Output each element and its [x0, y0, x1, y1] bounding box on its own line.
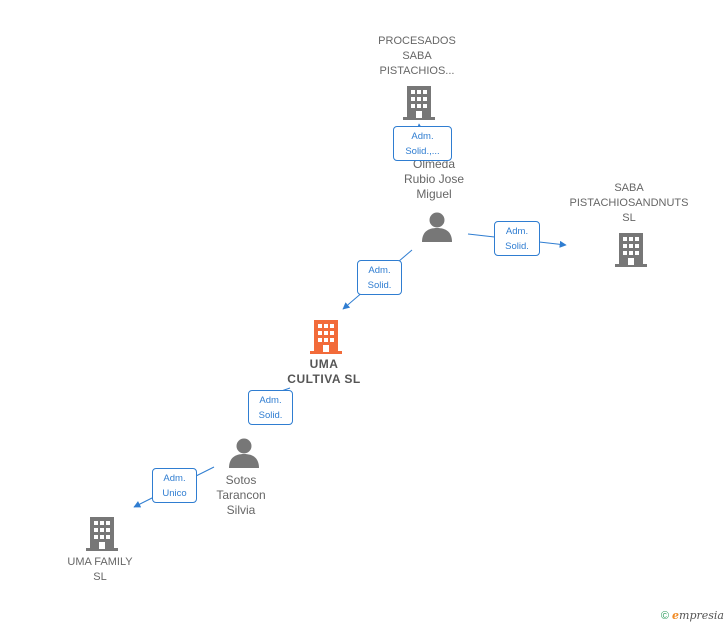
node-label-uma-cultiva[interactable]: UMA CULTIVA SL	[287, 357, 361, 386]
edge-badge-sotos-uma-family[interactable]: Adm. Unico	[152, 468, 197, 503]
edge-badge-olmeda-procesados[interactable]: Adm. Solid.,...	[393, 126, 452, 161]
building-icon[interactable]	[310, 318, 342, 354]
copyright-icon: ©	[660, 610, 669, 622]
node-label-uma-family[interactable]: UMA FAMILY SL	[67, 556, 133, 583]
building-icon[interactable]	[86, 515, 118, 551]
person-icon[interactable]	[421, 212, 453, 242]
person-icon[interactable]	[228, 438, 260, 468]
node-label-olmeda[interactable]: Olmeda Rubio Jose Miguel	[403, 157, 465, 201]
edge-badge-sotos-uma-cultiva[interactable]: Adm. Solid.	[248, 390, 293, 425]
building-icon[interactable]	[615, 231, 647, 267]
edge-badge-olmeda-saba[interactable]: Adm. Solid.	[494, 221, 540, 256]
node-label-procesados[interactable]: PROCESADOS SABA PISTACHIOS...	[378, 35, 456, 77]
edge-badge-olmeda-uma-cultiva[interactable]: Adm. Solid.	[357, 260, 402, 295]
node-label-saba[interactable]: SABA PISTACHIOSANDNUTS SL	[569, 182, 689, 224]
footer-brand: © empresia	[661, 609, 724, 622]
building-icon[interactable]	[403, 84, 435, 120]
brand-logo: empresia	[672, 609, 724, 622]
node-label-sotos[interactable]: Sotos Tarancon Silvia	[216, 473, 266, 517]
